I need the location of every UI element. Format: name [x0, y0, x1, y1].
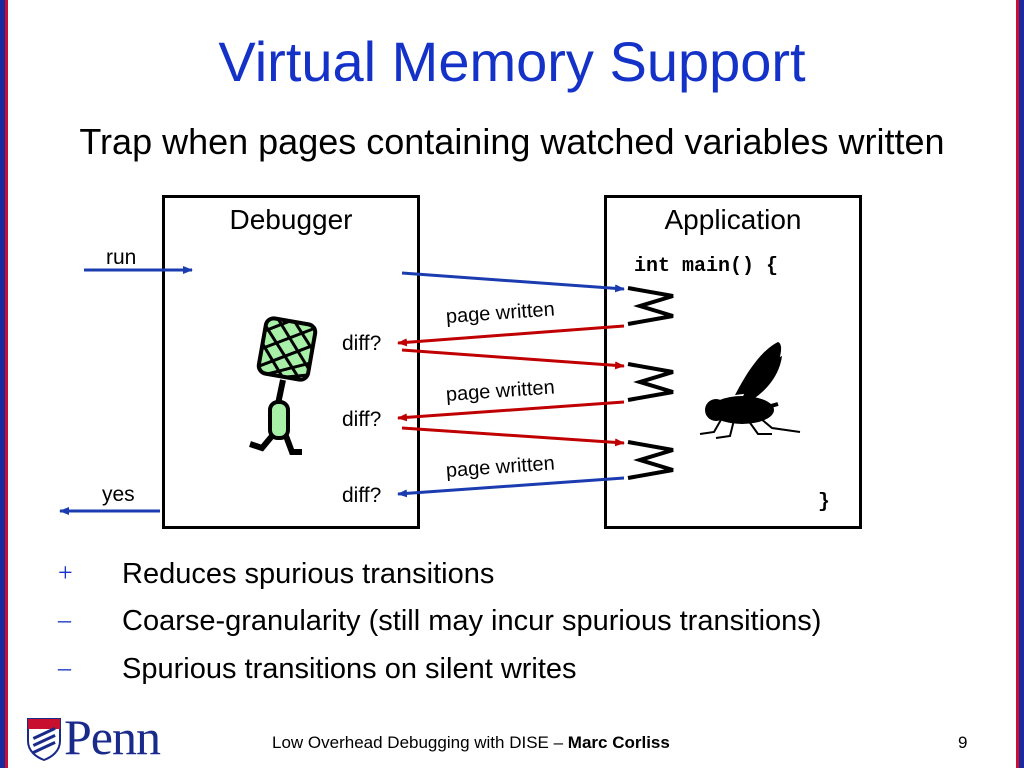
bullet-mark: –: [58, 653, 71, 682]
trap-arrow-2: [397, 400, 625, 422]
right-border-stripe: [1016, 0, 1024, 768]
bullet-mark: +: [58, 558, 73, 587]
write-mark-3-icon: [627, 440, 674, 480]
fly-bug-icon: [699, 342, 801, 439]
footer-title: Low Overhead Debugging with DISE –: [272, 733, 568, 752]
code-end: }: [818, 491, 831, 514]
trap-arrow-1: [397, 324, 625, 347]
code-start: int main() {: [634, 255, 779, 278]
debugger-label: Debugger: [229, 204, 353, 235]
application-label: Application: [664, 204, 802, 235]
resume-arrow: [401, 271, 625, 293]
footer-author: Marc Corliss: [567, 733, 670, 752]
footer-text: Low Overhead Debugging with DISE – Marc …: [272, 733, 670, 753]
run-label: run: [106, 246, 137, 269]
slide-title: Virtual Memory Support: [218, 30, 806, 93]
bullet-mark: –: [58, 605, 71, 634]
resume-arrow-2: [401, 348, 625, 370]
slide-subtitle: Trap when pages containing watched varia…: [79, 121, 945, 162]
write-mark-2-icon: [627, 362, 674, 402]
bullet-text: Reduces spurious transitions: [122, 558, 495, 590]
page-number: 9: [958, 733, 968, 752]
bullet-text: Coarse-granularity (still may incur spur…: [122, 605, 822, 637]
fly-swatter-icon: [249, 316, 318, 455]
diff-label-1: diff?: [342, 332, 382, 355]
trap-arrow-3: [397, 476, 625, 498]
diff-label-3: diff?: [342, 484, 382, 507]
penn-logo-text: Penn: [64, 709, 161, 765]
yes-label: yes: [102, 483, 135, 506]
write-mark-1-icon: [627, 286, 674, 326]
resume-arrow-3: [401, 426, 625, 447]
penn-shield-icon: [27, 718, 61, 761]
diff-label-2: diff?: [342, 408, 382, 431]
left-border-stripe: [0, 0, 8, 768]
bullet-text: Spurious transitions on silent writes: [122, 653, 577, 685]
